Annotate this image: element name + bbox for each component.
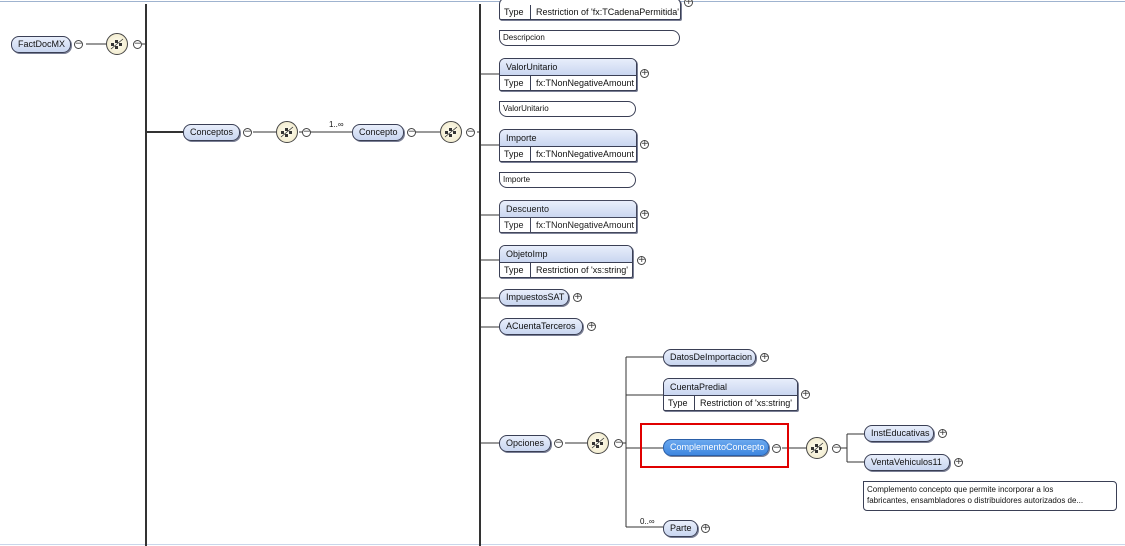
node-impuestossat[interactable]: ImpuestosSAT (499, 289, 569, 306)
expand-icon[interactable]: + (701, 523, 710, 533)
node-label: ObjetoImp (500, 246, 632, 263)
expand-icon[interactable]: + (587, 321, 596, 331)
collapse-icon[interactable]: − (243, 127, 252, 137)
type-key: Type (500, 218, 531, 232)
sequence-compositor-icon[interactable] (276, 121, 298, 143)
type-value: fx:TNonNegativeAmount (536, 149, 635, 159)
node-insteducativas[interactable]: InstEducativas (864, 425, 934, 442)
node-label: VentaVehiculos11 (871, 457, 942, 467)
node-label: FactDocMX (18, 39, 66, 49)
cardinality-label: 1..∞ (329, 120, 344, 129)
expand-icon[interactable]: + (637, 255, 646, 265)
collapse-icon[interactable]: − (772, 443, 781, 453)
node-descripcion-partial[interactable]: Type Restriction of 'fx:TCadenaPermitida… (499, 0, 681, 20)
choice-compositor-icon[interactable] (806, 437, 828, 459)
type-key: Type (500, 5, 531, 19)
node-conceptos[interactable]: Conceptos (183, 124, 240, 141)
node-label: Conceptos (190, 127, 234, 137)
expand-icon[interactable]: + (801, 389, 810, 399)
type-value: Restriction of 'xs:string' (700, 398, 792, 408)
node-ventavehiculos11[interactable]: VentaVehiculos11 (864, 454, 950, 471)
expand-icon[interactable]: + (760, 352, 769, 362)
node-label: Descuento (500, 201, 636, 218)
sequence-compositor-icon[interactable] (106, 33, 128, 55)
node-label: ACuentaTerceros (506, 321, 576, 331)
expand-icon[interactable]: + (573, 292, 582, 302)
node-factdocmx[interactable]: FactDocMX (11, 36, 71, 53)
expand-icon[interactable]: + (640, 209, 649, 219)
cardinality-label: 0..∞ (640, 517, 655, 526)
expand-icon[interactable]: + (684, 0, 693, 7)
node-complementoconcepto[interactable]: ComplementoConcepto (663, 439, 769, 456)
annotation-valorunitario: ValorUnitario (499, 101, 636, 117)
node-label: Importe (500, 130, 636, 147)
annotation-ventavehiculos11: Complemento concepto que permite incorpo… (863, 481, 1117, 511)
node-label: ImpuestosSAT (506, 292, 565, 302)
node-label: DatosDeImportacion (670, 352, 753, 362)
collapse-icon[interactable]: − (614, 438, 623, 448)
node-objetoimp[interactable]: ObjetoImp Type Restriction of 'xs:string… (499, 245, 633, 278)
node-concepto[interactable]: Concepto (352, 124, 404, 141)
node-label: ComplementoConcepto (670, 442, 765, 452)
highlight-box (640, 423, 789, 468)
expand-icon[interactable]: + (938, 428, 947, 438)
collapse-icon[interactable]: − (133, 39, 142, 49)
node-parte[interactable]: Parte (663, 520, 698, 537)
node-importe[interactable]: Importe Type fx:TNonNegativeAmount (499, 129, 637, 162)
type-key: Type (664, 396, 695, 410)
node-label: Opciones (506, 438, 545, 448)
node-valorunitario[interactable]: ValorUnitario Type fx:TNonNegativeAmount (499, 58, 637, 91)
node-acuentaterceros[interactable]: ACuentaTerceros (499, 318, 583, 335)
type-value: Restriction of 'fx:TCadenaPermitida' (536, 7, 679, 17)
node-opciones[interactable]: Opciones (499, 435, 551, 452)
expand-icon[interactable]: + (640, 68, 649, 78)
collapse-icon[interactable]: − (554, 438, 563, 448)
type-value: fx:TNonNegativeAmount (536, 220, 635, 230)
annotation-line-2: fabricantes, ensambladores o distribuido… (867, 496, 1084, 505)
type-value: fx:TNonNegativeAmount (536, 78, 635, 88)
collapse-icon[interactable]: − (74, 39, 83, 49)
expand-icon[interactable]: + (954, 457, 963, 467)
annotation-importe: Importe (499, 172, 636, 188)
collapse-icon[interactable]: − (832, 443, 841, 453)
type-key: Type (500, 263, 531, 277)
annotation-descripcion: Descripcion (499, 30, 680, 46)
collapse-icon[interactable]: − (302, 127, 311, 137)
annotation-line-1: Complemento concepto que permite incorpo… (867, 485, 1054, 494)
collapse-icon[interactable]: − (466, 127, 475, 137)
node-datosdeimportacion[interactable]: DatosDeImportacion (663, 349, 756, 366)
node-cuentapredial[interactable]: CuentaPredial Type Restriction of 'xs:st… (663, 378, 798, 411)
type-key: Type (500, 76, 531, 90)
expand-icon[interactable]: + (640, 139, 649, 149)
sequence-compositor-icon[interactable] (440, 121, 462, 143)
collapse-icon[interactable]: − (407, 127, 416, 137)
node-label: InstEducativas (871, 428, 930, 438)
choice-compositor-icon[interactable] (587, 432, 609, 454)
node-label: ValorUnitario (500, 59, 636, 76)
node-label: Parte (670, 523, 692, 533)
type-key: Type (500, 147, 531, 161)
node-label: CuentaPredial (664, 379, 797, 396)
type-value: Restriction of 'xs:string' (536, 265, 628, 275)
node-label: Concepto (359, 127, 398, 137)
node-descuento[interactable]: Descuento Type fx:TNonNegativeAmount (499, 200, 637, 233)
